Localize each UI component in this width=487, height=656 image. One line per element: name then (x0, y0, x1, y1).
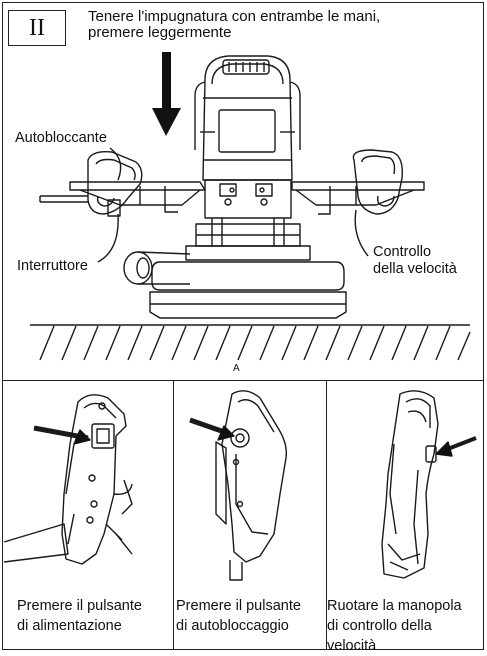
grinding-head (149, 261, 347, 319)
panel-speed-dial-illustration (381, 390, 477, 579)
panel-divider (2, 380, 484, 381)
step-instruction-line2: premere leggermente (88, 24, 232, 41)
handle-bars (69, 181, 425, 215)
motor-housing (194, 55, 301, 181)
caption-autolock-line2: di autobloccaggio (176, 618, 289, 634)
caption-power-line2: di alimentazione (17, 618, 122, 634)
leader-speed (354, 209, 369, 257)
leader-autolock (109, 147, 122, 181)
caption-speed-line1: Ruotare la manopola (327, 598, 462, 614)
label-speed-line2: della velocità (373, 261, 457, 277)
panel-separator-2 (326, 380, 327, 650)
caption-autolock-line1: Premere il pulsante (176, 598, 301, 614)
step-instruction: Tenere l'impugnatura con entrambe le man… (88, 9, 380, 41)
panel-autolock-button-illustration (189, 390, 288, 581)
label-autolock: Autobloccante (15, 130, 107, 146)
label-speed-line1: Controllo (373, 244, 432, 260)
caption-speed-line3: velocità (327, 638, 377, 654)
label-speed-control: Controllo della velocità (373, 244, 457, 278)
caption-speed-line2: di controllo della (327, 618, 432, 634)
grinder-illustration (30, 52, 471, 361)
instruction-frame (2, 2, 484, 650)
caption-power-line1: Premere il pulsante (17, 598, 142, 614)
figure-tag: A (233, 363, 240, 374)
caption-autolock-button: Premere il pulsante di autobloccaggio (176, 596, 301, 636)
step-instruction-line1: Tenere l'impugnatura con entrambe le man… (88, 8, 381, 25)
label-switch: Interruttore (17, 258, 88, 274)
gearbox (185, 179, 311, 261)
panel-power-button-illustration (3, 394, 133, 565)
caption-speed-dial: Ruotare la manopola di controllo della v… (327, 596, 462, 656)
left-handle-grip (39, 150, 143, 217)
leader-switch (97, 213, 119, 263)
caption-power-button: Premere il pulsante di alimentazione (17, 596, 142, 636)
step-number-box: II (8, 10, 66, 46)
right-handle-grip (352, 149, 403, 215)
dust-port (123, 251, 191, 285)
panel-separator-1 (173, 380, 174, 650)
press-down-arrow (152, 52, 181, 136)
floor-hatching (30, 324, 471, 361)
